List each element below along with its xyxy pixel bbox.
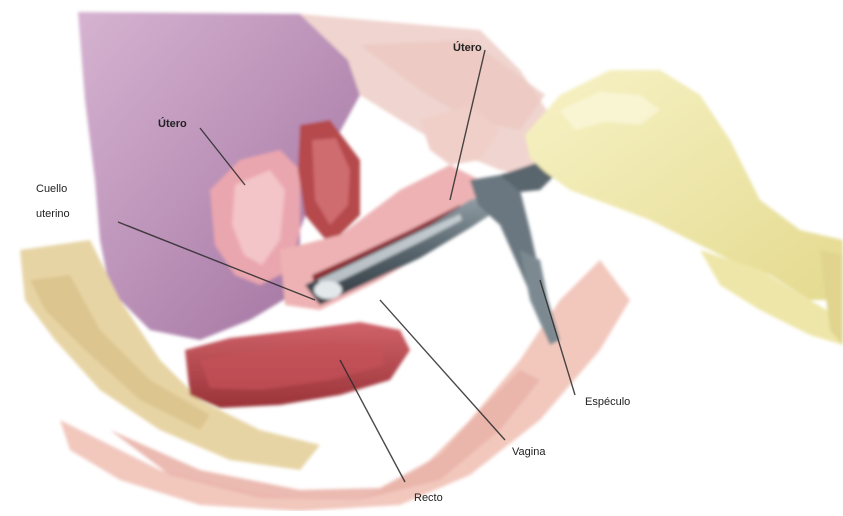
label-top: Útero: [453, 42, 482, 54]
leader-vagina: [380, 300, 505, 440]
label-cervix-line2: uterino: [36, 208, 70, 220]
label-cervix-line1: Cuello: [36, 183, 67, 195]
label-rectum: Recto: [414, 492, 443, 504]
label-uterus: Útero: [158, 118, 187, 130]
label-vagina: Vagina: [512, 446, 545, 458]
label-speculum: Espéculo: [585, 396, 630, 408]
